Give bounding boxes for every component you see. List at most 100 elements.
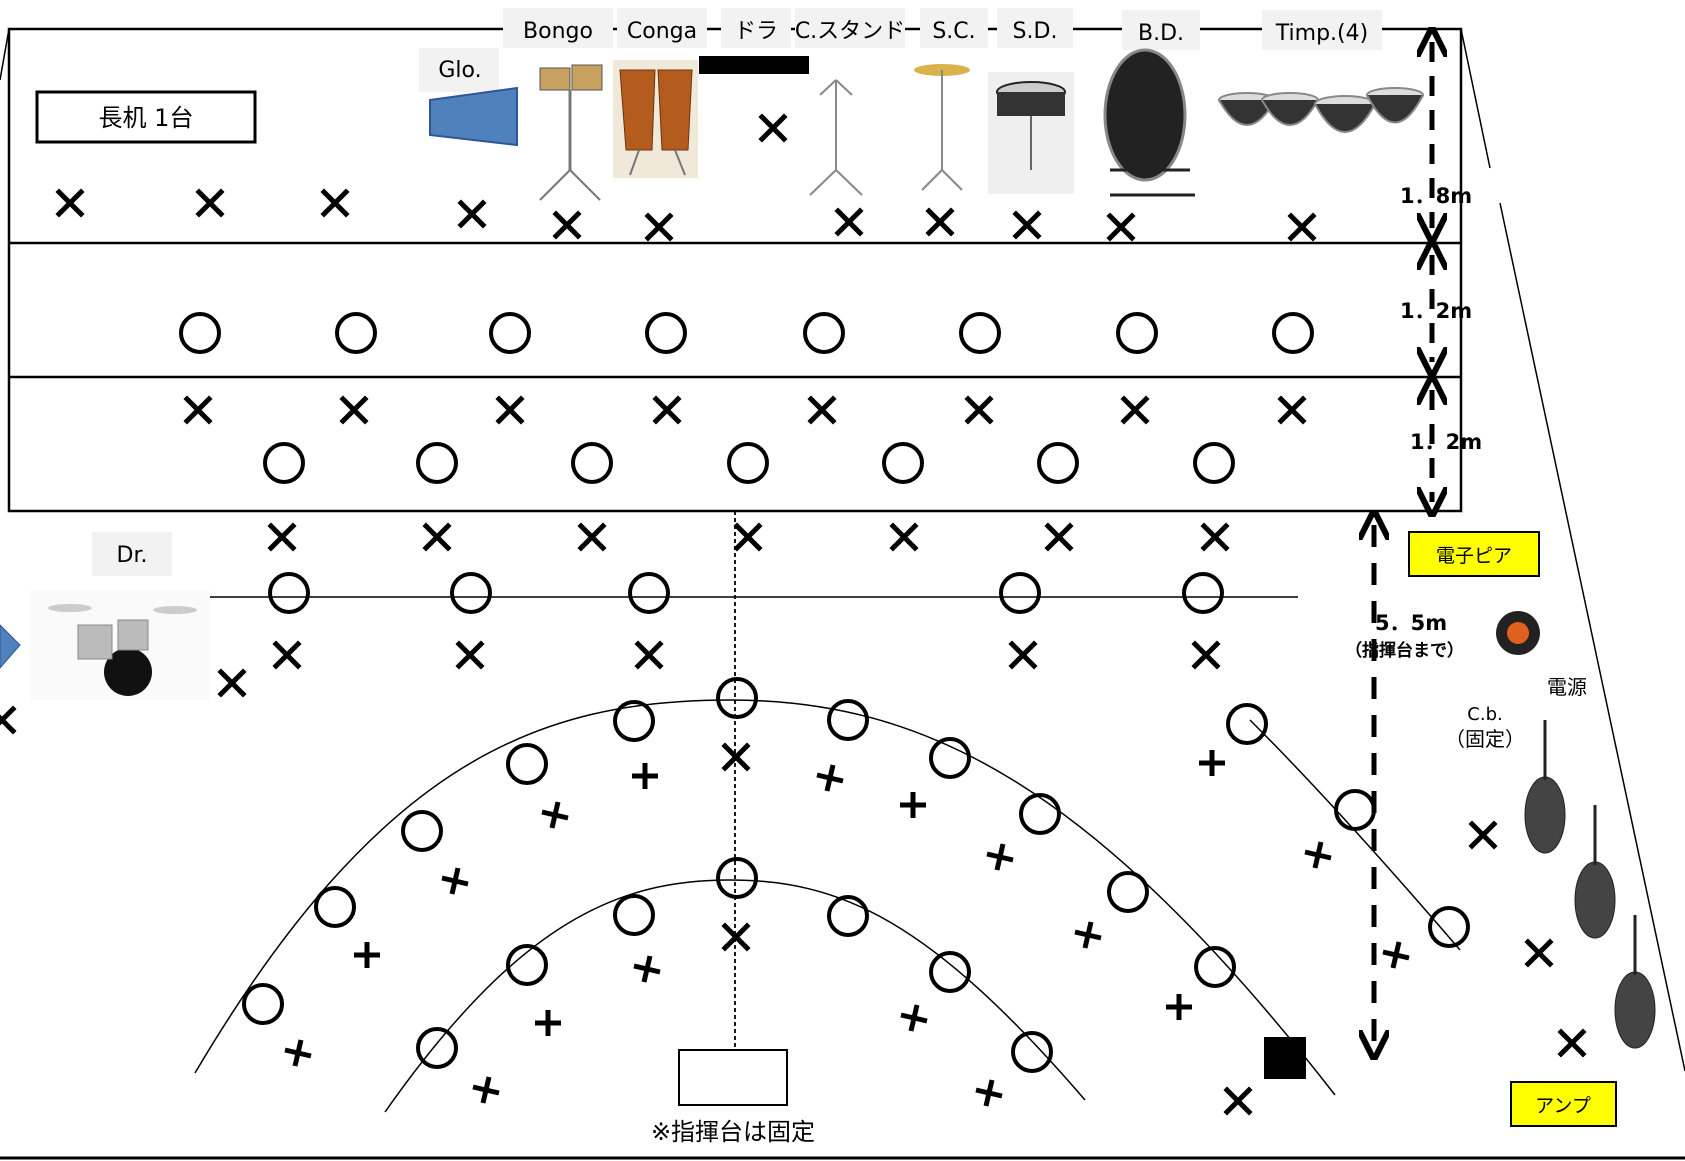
stand-marker [195,188,225,218]
seat-marker [335,312,377,354]
stand-marker [1223,1086,1253,1116]
seat-marker [716,857,758,899]
electric-piano-box: 電子ピア [1408,531,1540,577]
seat-marker [645,312,687,354]
stand-marker [1524,938,1554,968]
seat-marker [929,951,971,993]
stand-marker [217,668,247,698]
alt-stand-marker [541,801,569,829]
dimension-labels: 1．8m 1．2m 1．2m 5．5m （指揮台まで） [1345,184,1482,661]
label-suspended-cymbal: S.C. [932,19,975,44]
seat-marker [1428,906,1470,948]
alt-stand-marker [633,955,661,983]
seat-marker [827,699,869,741]
stand-marker [1200,522,1230,552]
stand-marker [807,395,837,425]
seat-marker [613,700,655,742]
stand-marker [634,640,664,670]
stand-marker [1106,212,1136,242]
glockenspiel-icon [429,86,518,147]
alt-stand-marker [1304,841,1332,869]
label-timpani: Timp.(4) [1275,21,1368,46]
alt-stand-marker [975,1079,1003,1107]
alt-stand-marker [816,764,844,792]
seat-marker [1194,946,1236,988]
seat-marker [716,677,758,719]
drum-throne-bar [699,56,809,74]
seat-marker [268,572,310,614]
label-conga: Conga [627,19,697,44]
label-cymbal-stand: C.スタンド [795,19,905,44]
label-bass-drum: B.D. [1138,21,1184,46]
dimension-top: 1．8m [1400,184,1472,208]
seat-marker [628,572,670,614]
seat-marker [929,737,971,779]
stand-marker [267,522,297,552]
stand-marker [733,522,763,552]
bongo-icon [539,64,603,201]
seat-marker [1107,871,1149,913]
alt-stand-marker [472,1076,500,1104]
seat-marker [1116,312,1158,354]
dimension-arrows [1374,42,1432,1045]
timpani-icon [1218,87,1424,133]
stand-marker [964,395,994,425]
contrabass-label: C.b. [1467,704,1502,725]
seat-marker [179,312,221,354]
seat-marker [1193,442,1235,484]
electric-piano-label: 電子ピア [1436,545,1512,567]
stand-marker [1044,522,1074,552]
stand-marker [1277,395,1307,425]
seat-marker [1334,789,1376,831]
seat-marker [1272,312,1314,354]
alt-stand-marker [441,867,469,895]
dimension-low: 1．2m [1410,430,1482,454]
alt-stand-marker [284,1039,312,1067]
stand-marker [1287,212,1317,242]
stand-marker [1557,1028,1587,1058]
alt-stand-marker [1166,994,1192,1020]
stand-markers [0,113,1587,1116]
seat-marker [727,442,769,484]
stand-marker [455,640,485,670]
label-drum-set: Dr. [117,543,148,568]
seat-marker [506,743,548,785]
seat-marker [959,312,1001,354]
seat-marker [803,312,845,354]
stand-marker [889,522,919,552]
dimension-podium-note: （指揮台まで） [1345,640,1464,661]
label-drum-throne: ドラ [734,19,778,44]
seat-marker [450,572,492,614]
seat-marker [613,894,655,936]
stand-marker [577,522,607,552]
seat-marker [489,312,531,354]
seat-marker [506,944,548,986]
power-label: 電源 [1547,675,1587,699]
stand-marker [652,395,682,425]
seat-markers [179,312,1470,1073]
alt-stand-marker [632,763,658,789]
seat-marker [1011,1031,1053,1073]
podium-note: ※指揮台は固定 [651,1118,815,1146]
seat-marker [263,442,305,484]
stand-marker [834,207,864,237]
stand-marker [0,705,17,735]
stand-marker [457,199,487,229]
stand-marker [758,113,788,143]
dimension-mid: 1．2m [1400,299,1472,323]
stand-marker [55,188,85,218]
seat-marker [1182,572,1224,614]
seat-marker [999,572,1041,614]
label-snare-drum: S.D. [1013,19,1058,44]
seat-marker [827,895,869,937]
seat-marker [1037,442,1079,484]
snare-drum-icon [988,72,1074,194]
alt-stand-marker [1382,941,1410,969]
stand-marker [495,395,525,425]
alt-stand-marker [535,1010,561,1036]
stand-marker [1468,820,1498,850]
stand-marker [925,207,955,237]
drum-set-icon [30,590,210,700]
entrance-arrow-icon [0,624,21,669]
